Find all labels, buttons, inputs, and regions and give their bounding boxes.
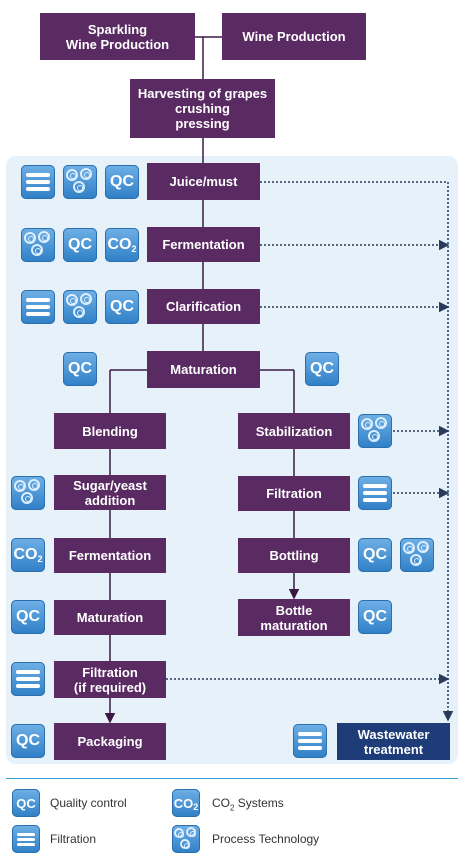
legend-filtration-icon	[12, 825, 40, 853]
quality-control-icon: QC	[305, 352, 339, 386]
wine-production-box: Wine Production	[222, 13, 366, 60]
quality-control-icon: QC	[358, 538, 392, 572]
legend-co2-systems-label: CO2 Systems	[212, 796, 284, 813]
packaging-box: Packaging	[54, 723, 166, 760]
sugar-yeast-box: Sugar/yeast addition	[54, 475, 166, 510]
sparkling-wine-production-box: Sparkling Wine Production	[40, 13, 195, 60]
legend-quality-control-label: Quality control	[50, 796, 127, 810]
quality-control-icon: QC	[105, 165, 139, 199]
fermentation-box: Fermentation	[147, 227, 260, 262]
juice-must-box: Juice/must	[147, 163, 260, 200]
filtration-optional-box: Filtration (if required)	[54, 661, 166, 698]
process-technology-icon	[21, 228, 55, 262]
blending-box: Blending	[54, 413, 166, 449]
quality-control-icon: QC	[11, 600, 45, 634]
legend-process-technology-label: Process Technology	[212, 832, 320, 846]
filtration-box: Filtration	[238, 476, 350, 511]
process-technology-icon	[63, 165, 97, 199]
process-technology-icon	[63, 290, 97, 324]
fermentation-2-box: Fermentation	[54, 538, 166, 573]
filtration-icon	[293, 724, 327, 758]
wastewater-treatment-box: Wastewater treatment	[337, 723, 450, 760]
filtration-icon	[21, 290, 55, 324]
bottling-box: Bottling	[238, 538, 350, 573]
legend-divider	[6, 778, 458, 779]
process-technology-icon	[358, 414, 392, 448]
maturation-box: Maturation	[147, 351, 260, 388]
legend-filtration-label: Filtration	[50, 832, 97, 846]
filtration-icon	[21, 165, 55, 199]
harvesting-box: Harvesting of grapes crushing pressing	[130, 79, 275, 138]
quality-control-icon: QC	[358, 600, 392, 634]
legend-quality-control-icon: QC	[12, 789, 40, 817]
maturation-2-box: Maturation	[54, 600, 166, 635]
process-technology-icon	[400, 538, 434, 572]
quality-control-icon: QC	[63, 352, 97, 386]
quality-control-icon: QC	[105, 290, 139, 324]
clarification-box: Clarification	[147, 289, 260, 324]
legend-process-technology-icon	[172, 825, 200, 853]
bottle-maturation-box: Bottle maturation	[238, 599, 350, 636]
quality-control-icon: QC	[11, 724, 45, 758]
process-technology-icon	[11, 476, 45, 510]
filtration-icon	[11, 662, 45, 696]
stabilization-box: Stabilization	[238, 413, 350, 449]
filtration-icon	[358, 476, 392, 510]
quality-control-icon: QC	[63, 228, 97, 262]
